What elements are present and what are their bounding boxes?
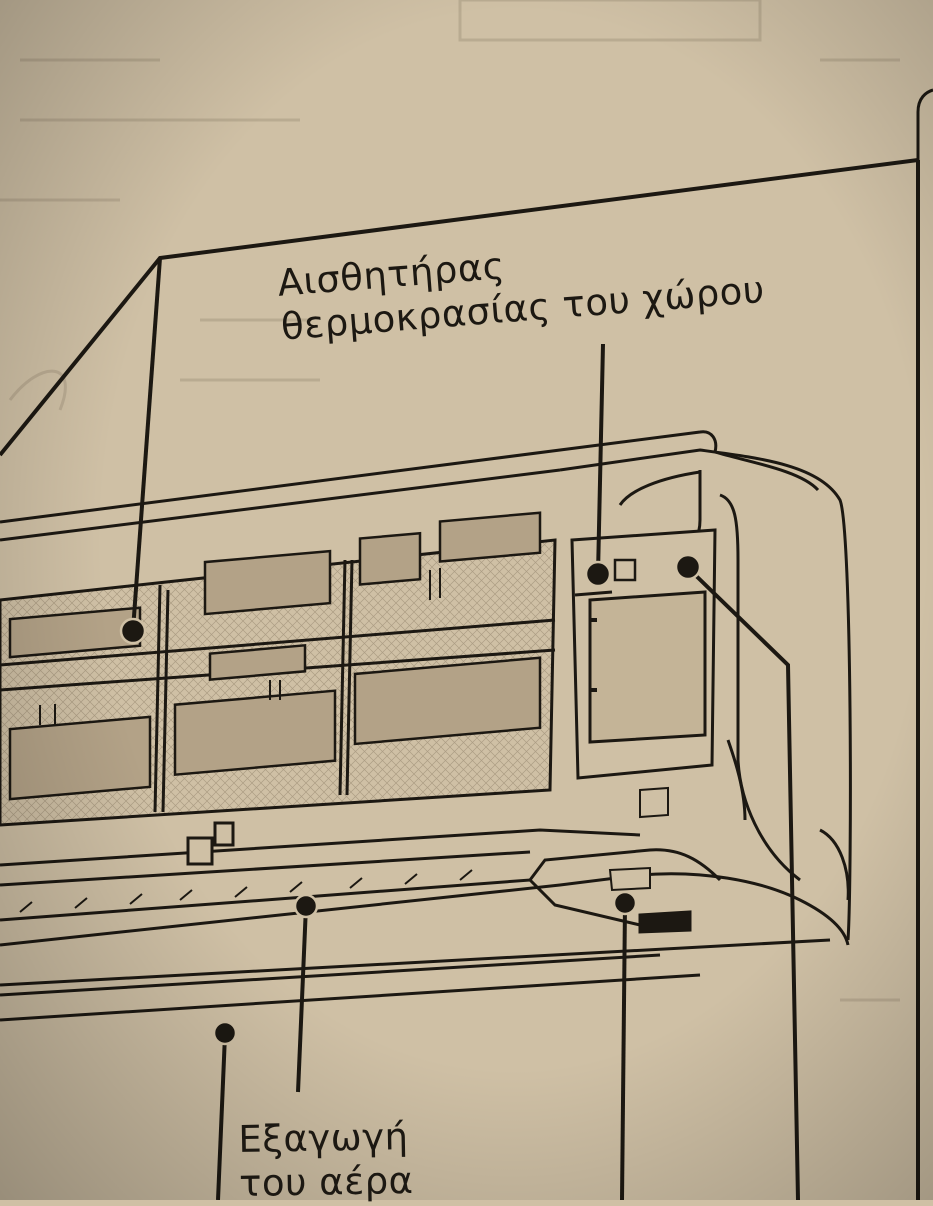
air-outlet-label-line2: του αέρα [238, 1158, 414, 1205]
air-outlet-label: Εξαγωγή του αέρα [238, 1115, 414, 1206]
air-outlet-label-line1: Εξαγωγή [238, 1115, 409, 1161]
